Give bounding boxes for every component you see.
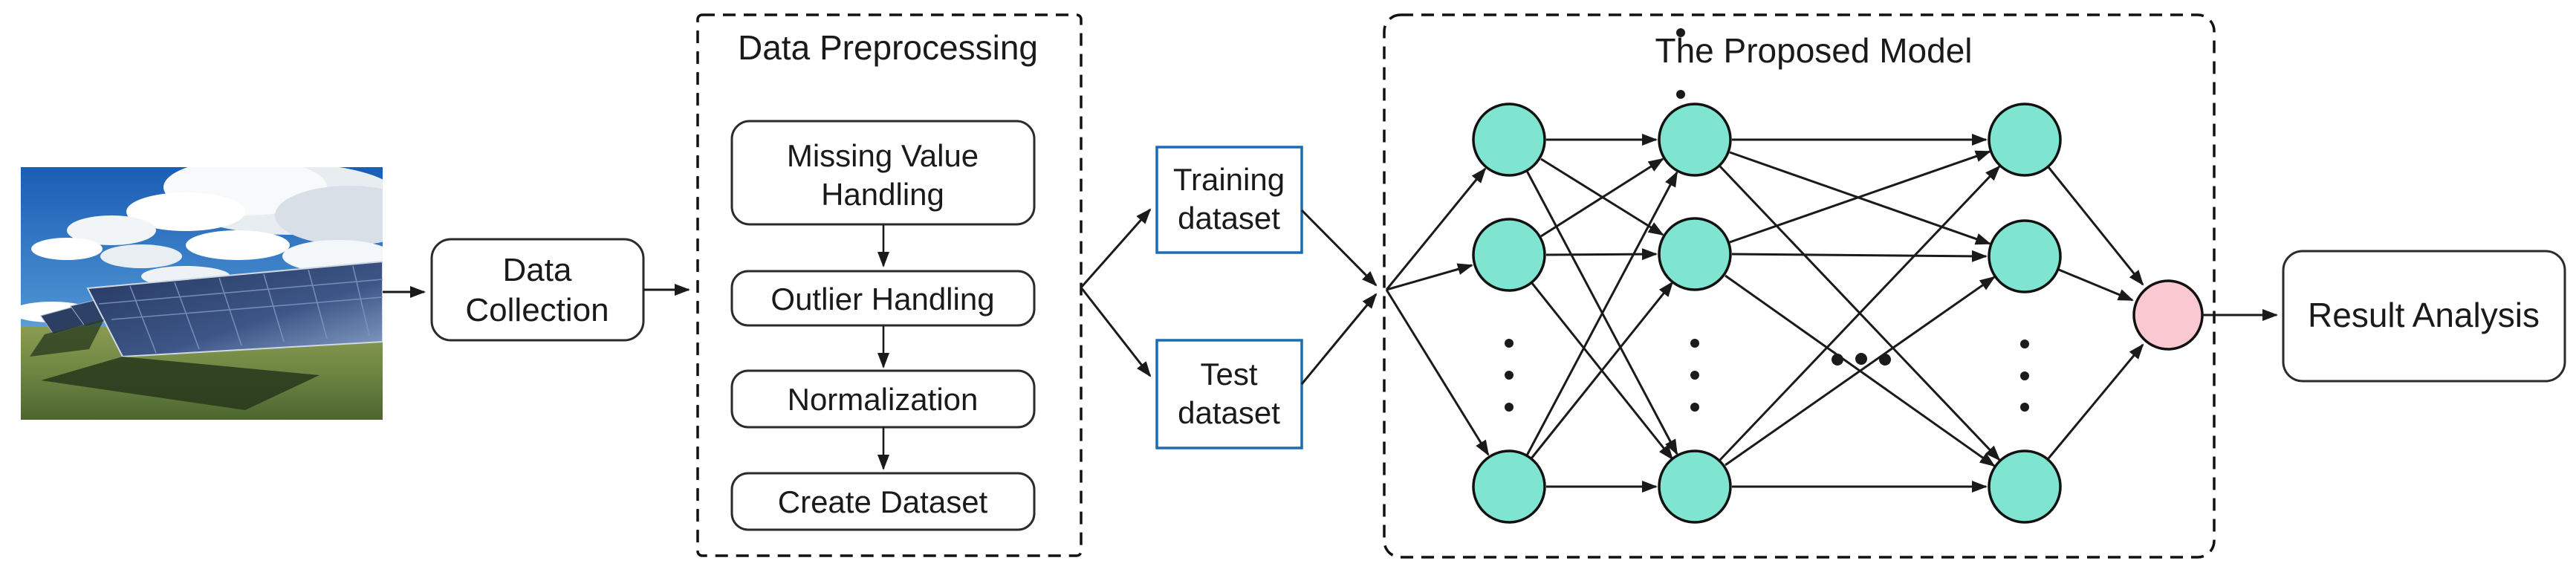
missing-value-handling-line1: Missing Value [787, 138, 979, 173]
test-dataset-line1: Test [1200, 357, 1257, 392]
layer2-node-1 [1658, 103, 1732, 177]
data-collection-label-line1: Data [503, 252, 572, 288]
normalization-label: Normalization [788, 382, 979, 417]
create-dataset-box: Create Dataset [730, 472, 1036, 531]
data-preprocessing-border [696, 13, 1083, 557]
layer2-node-3 [1658, 449, 1732, 524]
result-analysis-label: Result Analysis [2308, 296, 2540, 334]
photo-solar-arrays [30, 260, 383, 410]
data-collection-box: Data Collection [430, 238, 645, 342]
layer3-ellipsis-dots [2020, 340, 2029, 412]
missing-value-handling-box: Missing Value Handling [730, 120, 1036, 226]
test-dataset-line2: dataset [1178, 395, 1280, 430]
layer3-node-2 [1988, 219, 2062, 293]
hidden-layer2-nodes [1658, 28, 1732, 524]
arrow-split-to-test [1080, 287, 1152, 377]
solar-field-image [21, 167, 383, 420]
arrow-split-to-training [1080, 208, 1152, 288]
layer1-node-1 [1472, 103, 1546, 177]
proposed-model-title: The Proposed Model [1655, 31, 1972, 70]
training-dataset-line2: dataset [1178, 201, 1280, 236]
hidden-layers-ellipsis [1832, 353, 1891, 366]
arrow-training-to-model [1300, 209, 1378, 287]
training-dataset-box: Training dataset [1155, 146, 1303, 254]
layer2-to-layer3-edges [1719, 134, 2001, 493]
proposed-model-group: The Proposed Model [1383, 13, 2216, 559]
missing-value-handling-line2: Handling [821, 177, 944, 212]
test-dataset-box: Test dataset [1155, 339, 1303, 449]
layer3-to-output-edges [2047, 166, 2144, 459]
hidden-layer3-nodes [1988, 103, 2062, 524]
arrow-test-to-model [1300, 293, 1378, 385]
layer1-node-2 [1472, 218, 1546, 292]
layer1-ellipsis-dots [1505, 339, 1514, 412]
layer2-node-2 [1658, 217, 1732, 291]
layer1-node-3 [1472, 449, 1546, 524]
data-collection-label-line2: Collection [465, 292, 609, 328]
result-analysis-box: Result Analysis [2282, 250, 2566, 383]
hidden-layer1-nodes [1472, 103, 1546, 524]
layer1-to-layer2-edges [1525, 134, 1678, 493]
outlier-handling-label: Outlier Handling [770, 282, 994, 316]
outlier-handling-box: Outlier Handling [730, 270, 1036, 327]
layer3-node-1 [1988, 103, 2062, 177]
create-dataset-label: Create Dataset [778, 484, 988, 519]
training-dataset-line1: Training [1173, 162, 1285, 197]
output-node [2132, 279, 2204, 351]
proposed-model-border [1383, 13, 2216, 559]
layer2-ellipsis-dots [1676, 28, 1699, 412]
data-preprocessing-group: Data Preprocessing Missing Value Handlin… [696, 13, 1083, 557]
input-fanout-edges [1385, 167, 1490, 456]
data-preprocessing-title: Data Preprocessing [738, 28, 1038, 67]
layer3-node-3 [1988, 449, 2062, 524]
normalization-box: Normalization [730, 369, 1036, 429]
